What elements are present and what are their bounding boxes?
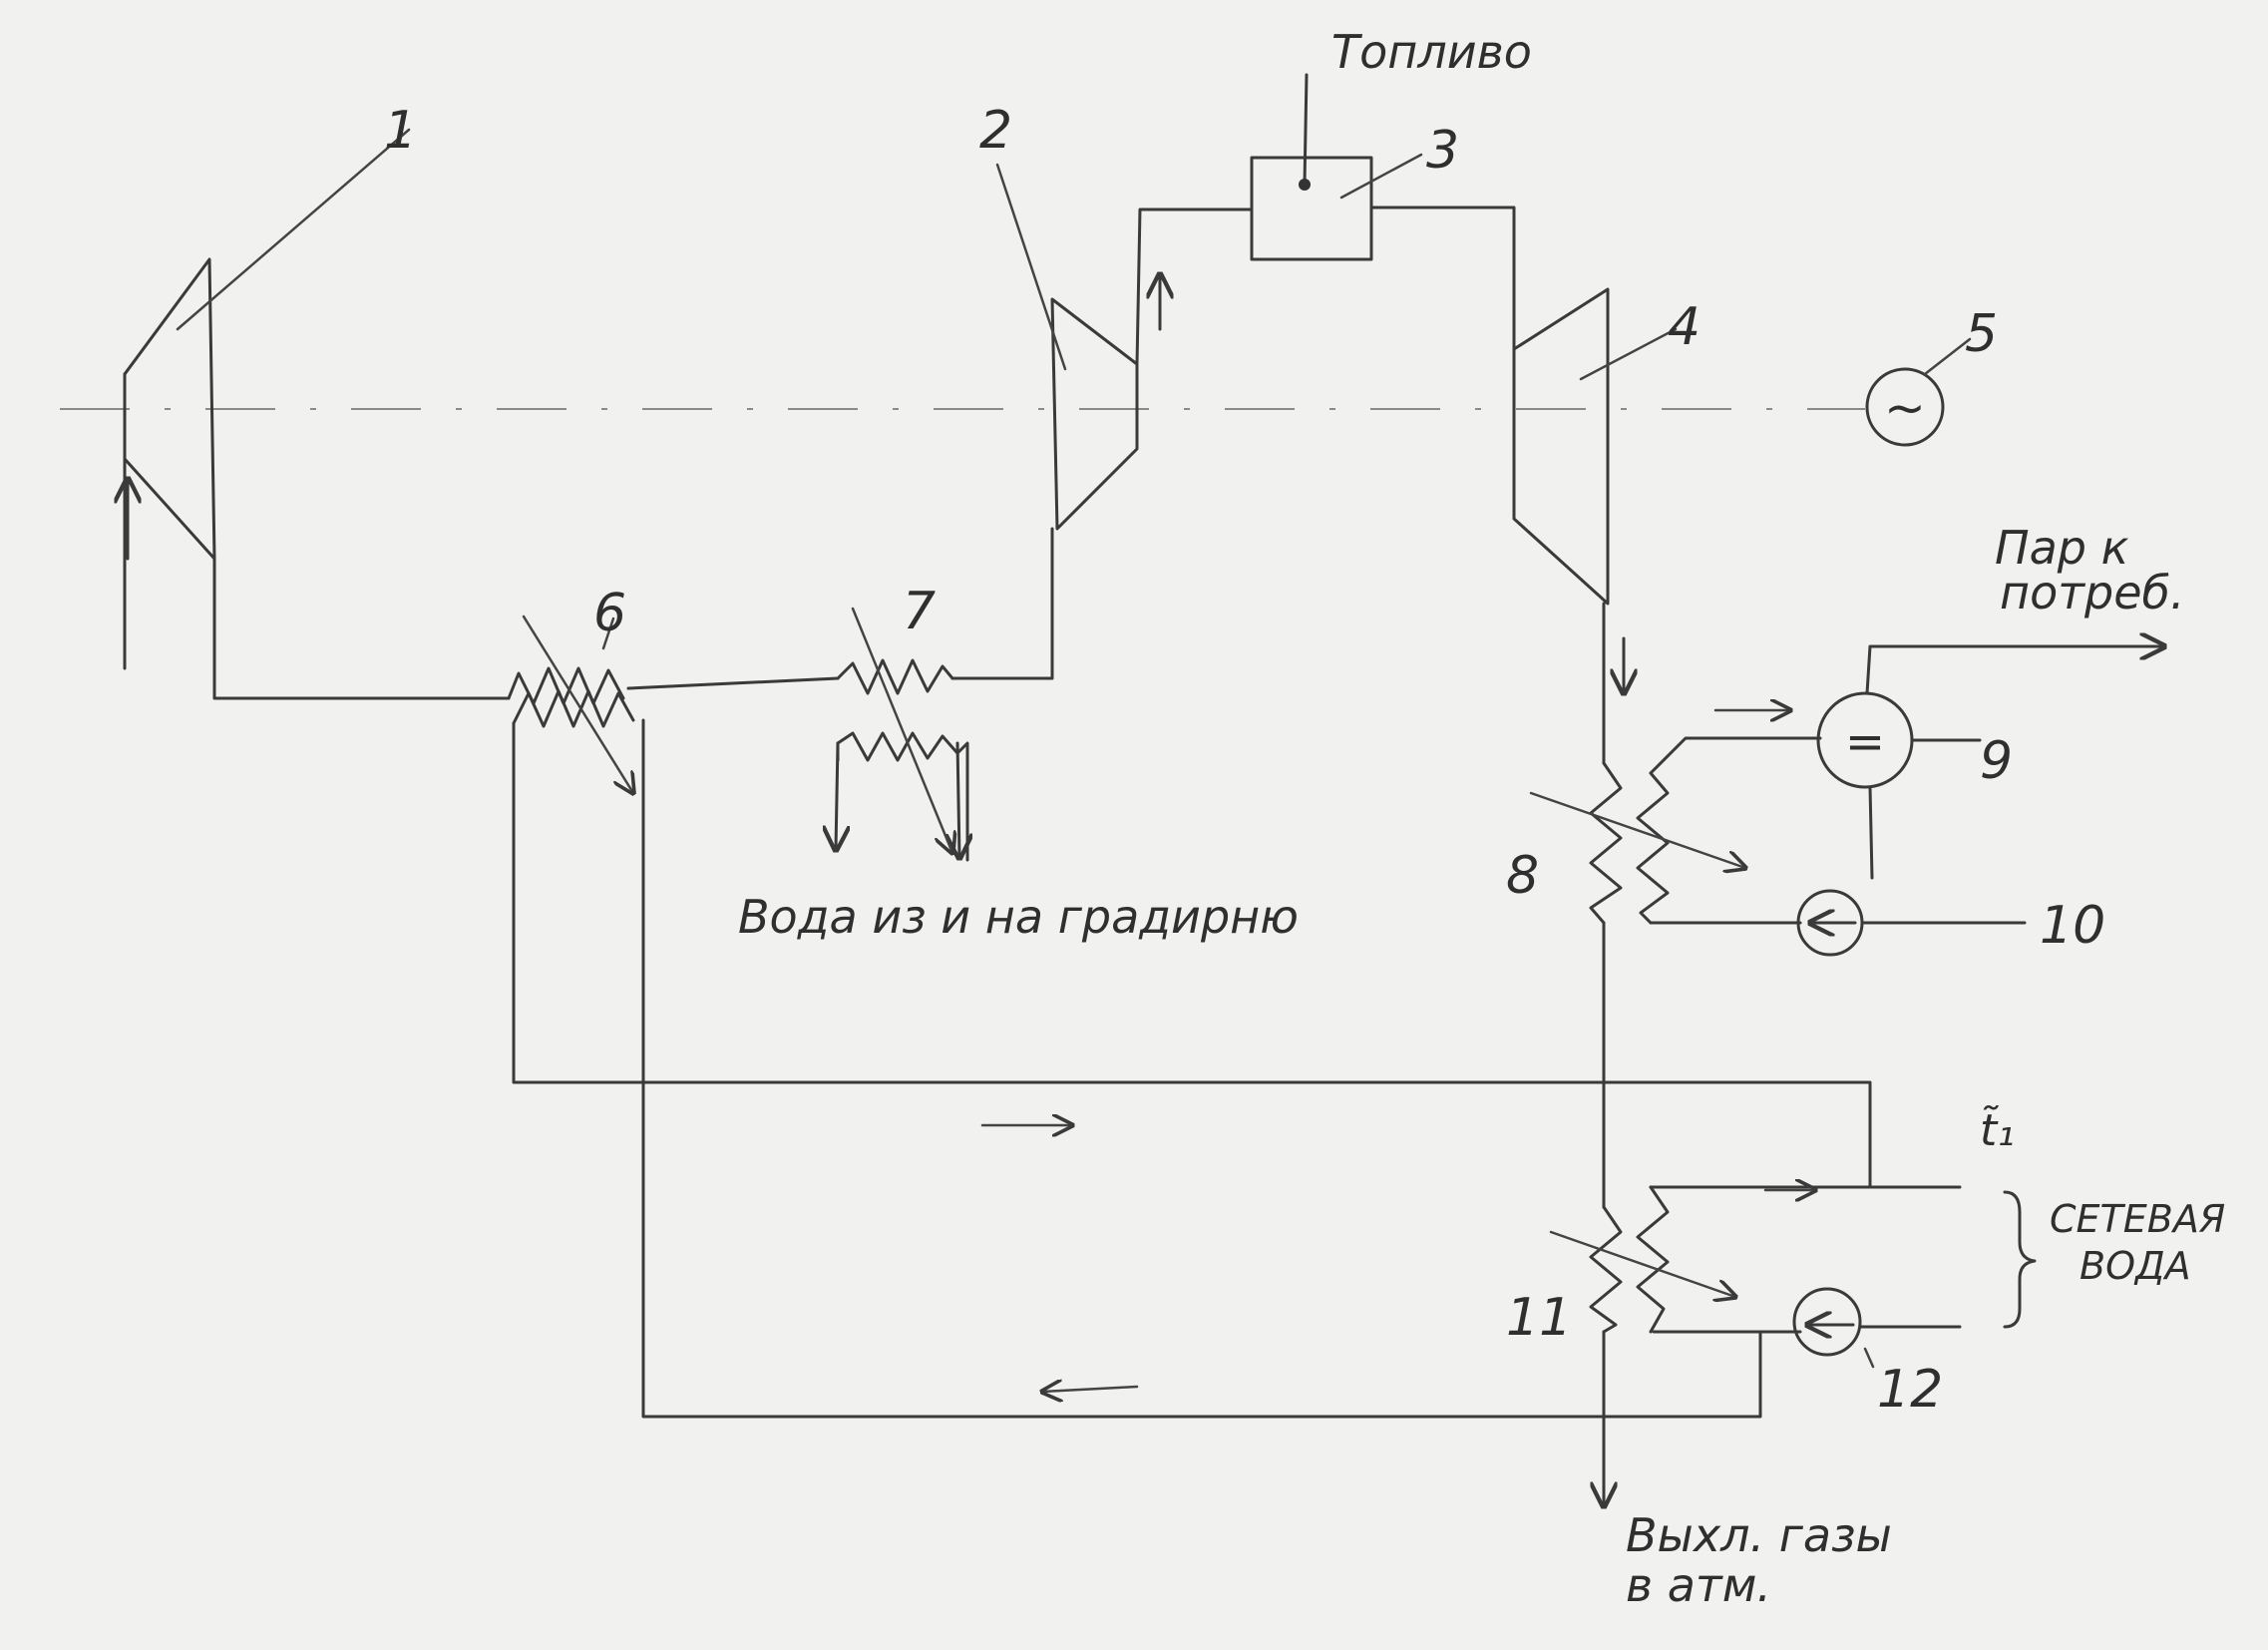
component-numbers: 1 2 3 4 5 6 7 8 9 10 11 12 xyxy=(384,101,2105,1420)
label-8: 8 xyxy=(1506,846,1539,906)
network-water-line2: ВОДА xyxy=(2079,1244,2191,1288)
steam-label-line1: Пар к xyxy=(1995,521,2129,575)
heat-exchanger-7 xyxy=(836,607,967,862)
label-1: 1 xyxy=(384,101,417,161)
label-12: 12 xyxy=(1877,1360,1943,1420)
drum-9: = xyxy=(1816,646,2164,880)
main-piping xyxy=(212,206,1624,1506)
generator-symbol: ~ xyxy=(1884,379,1926,437)
compressor-2 xyxy=(995,163,1160,531)
exhaust-label-line1: Выхл. газы xyxy=(1626,1508,1892,1562)
text-labels: Топливо Пар к потреб. Вода из и на гради… xyxy=(738,25,2225,1612)
gas-turbine-4 xyxy=(1512,287,1678,606)
heat-exchanger-8 xyxy=(1529,710,1822,925)
cooling-tower-label: Вода из и на градирню xyxy=(738,890,1299,944)
exhaust-label-line2: в атм. xyxy=(1626,1558,1771,1612)
label-4: 4 xyxy=(1668,297,1701,357)
label-6: 6 xyxy=(593,584,626,643)
combustion-chamber-3 xyxy=(1250,73,1423,261)
heat-exchanger-6 xyxy=(507,615,1872,1419)
fuel-label: Топливо xyxy=(1331,25,1532,79)
label-10: 10 xyxy=(2040,896,2105,956)
heat-exchanger-11 xyxy=(1549,1187,1962,1334)
generator-5: ~ xyxy=(1865,337,1972,447)
compressor-1 xyxy=(125,128,411,670)
pump-10 xyxy=(1796,889,2027,957)
label-5: 5 xyxy=(1965,304,1998,364)
pump-12 xyxy=(1792,1190,2037,1369)
label-7: 7 xyxy=(903,582,936,641)
network-water-line1: СЕТЕВАЯ xyxy=(2050,1197,2225,1241)
steam-label-line2: потреб. xyxy=(2000,566,2185,619)
label-11: 11 xyxy=(1506,1288,1572,1348)
label-3: 3 xyxy=(1426,121,1459,181)
label-2: 2 xyxy=(979,101,1012,161)
drum-symbol: = xyxy=(1845,714,1885,770)
temp-symbol: t̃₁ xyxy=(1980,1103,2015,1156)
label-9: 9 xyxy=(1980,731,2013,791)
